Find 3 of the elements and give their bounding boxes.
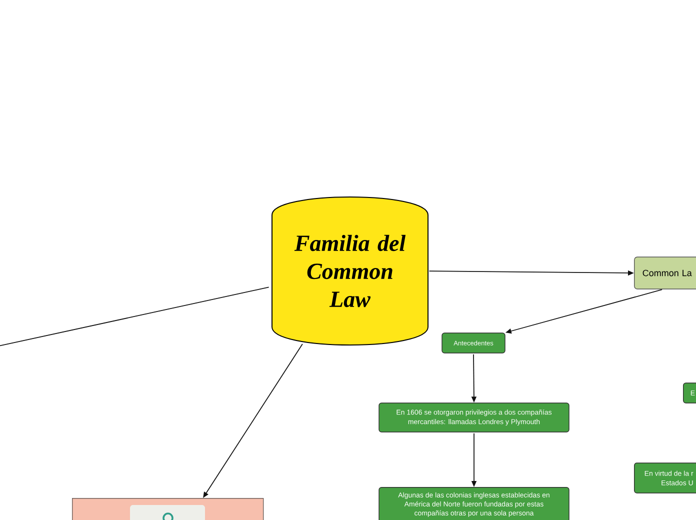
connector-line [0, 286, 270, 348]
cylinder-node: Familia del Common Law [272, 196, 428, 346]
topic-box: Common La [634, 256, 696, 290]
